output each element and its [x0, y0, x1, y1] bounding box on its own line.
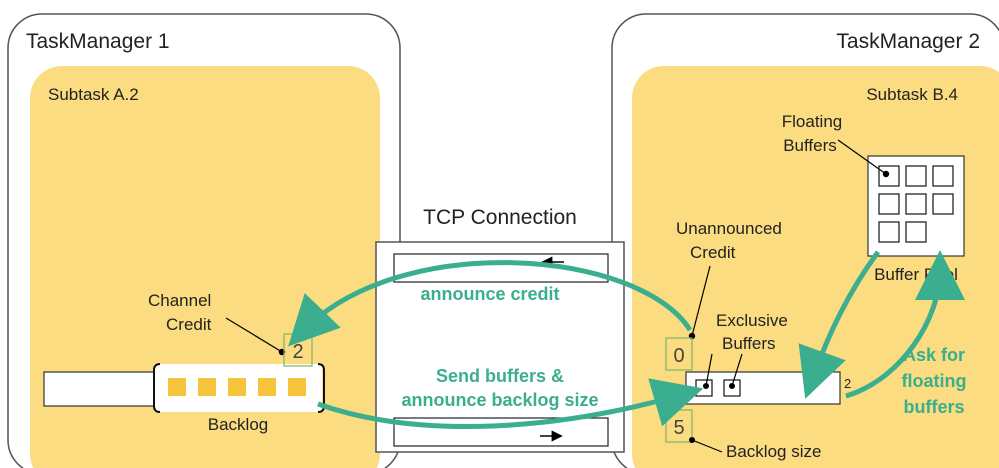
floating-buffer: [905, 193, 927, 215]
flow-arrows: [288, 250, 965, 429]
announce-credit-label: announce credit: [420, 284, 559, 304]
queue-count: 2: [844, 376, 851, 391]
backlog-size-value: 5: [673, 417, 684, 439]
ask-floating-arrow: [845, 250, 965, 399]
task-manager-1-title: TaskManager 1: [26, 30, 170, 53]
send-buffers-label-line1: Send buffers &: [436, 366, 564, 386]
tcp-channel-downstream: [393, 417, 609, 447]
floating-buffer-assign-arrow: [798, 250, 881, 399]
ask-floating-label-line3: buffers: [903, 397, 964, 417]
ask-floating-label-line1: Ask for: [903, 345, 965, 365]
floating-buffer: [878, 165, 900, 187]
floating-buffer: [932, 193, 954, 215]
backlog-buffer: [258, 378, 276, 396]
channel-credit-label-line2: Credit: [166, 315, 212, 334]
channel-credit-label-line1: Channel: [148, 291, 211, 310]
backlog-buffer: [228, 378, 246, 396]
floating-buffers-label-line1: Floating: [782, 112, 842, 131]
floating-buffers-label-line2: Buffers: [783, 136, 837, 155]
floating-buffer: [932, 165, 954, 187]
exclusive-buffers-label-line1: Exclusive: [716, 311, 788, 330]
subtask-b4-title: Subtask B.4: [866, 85, 958, 104]
task-manager-2-title: TaskManager 2: [836, 30, 980, 53]
exclusive-buffers-label-line2: Buffers: [722, 334, 776, 353]
unannounced-credit-label-line1: Unannounced: [676, 219, 782, 238]
send-buffers-label-line2: announce backlog size: [401, 390, 598, 410]
ask-floating-label-line2: floating: [902, 371, 967, 391]
tcp-connection-title: TCP Connection: [423, 206, 577, 229]
unannounced-credit-label-line2: Credit: [690, 243, 736, 262]
send-buffers-arrow: [317, 378, 704, 429]
unannounced-credit: Unannounced Credit 0: [665, 219, 782, 371]
channel-credit-value: 2: [292, 341, 303, 363]
floating-buffer: [878, 193, 900, 215]
exclusive-buffer: [723, 379, 741, 397]
sender-result-queue: Backlog: [43, 363, 325, 434]
buffer-pool: Floating Buffers Buffer Pool: [782, 112, 965, 284]
backlog-size: 5 Backlog size: [665, 409, 821, 461]
unannounced-credit-box: [665, 337, 693, 371]
backlog-buffer: [168, 378, 186, 396]
backlog-buffer: [198, 378, 216, 396]
unannounced-credit-value: 0: [673, 345, 684, 367]
floating-buffer: [905, 221, 927, 243]
backlog-label: Backlog: [208, 415, 268, 434]
floating-buffer: [878, 221, 900, 243]
announce-credit-arrow: [288, 260, 693, 347]
floating-buffer: [905, 165, 927, 187]
backlog-buffer: [288, 378, 306, 396]
channel-credit: Channel Credit 2: [148, 291, 313, 367]
subtask-a2-title: Subtask A.2: [48, 85, 139, 104]
buffer-pool-label: Buffer Pool: [874, 265, 958, 284]
backlog-size-label: Backlog size: [726, 442, 821, 461]
